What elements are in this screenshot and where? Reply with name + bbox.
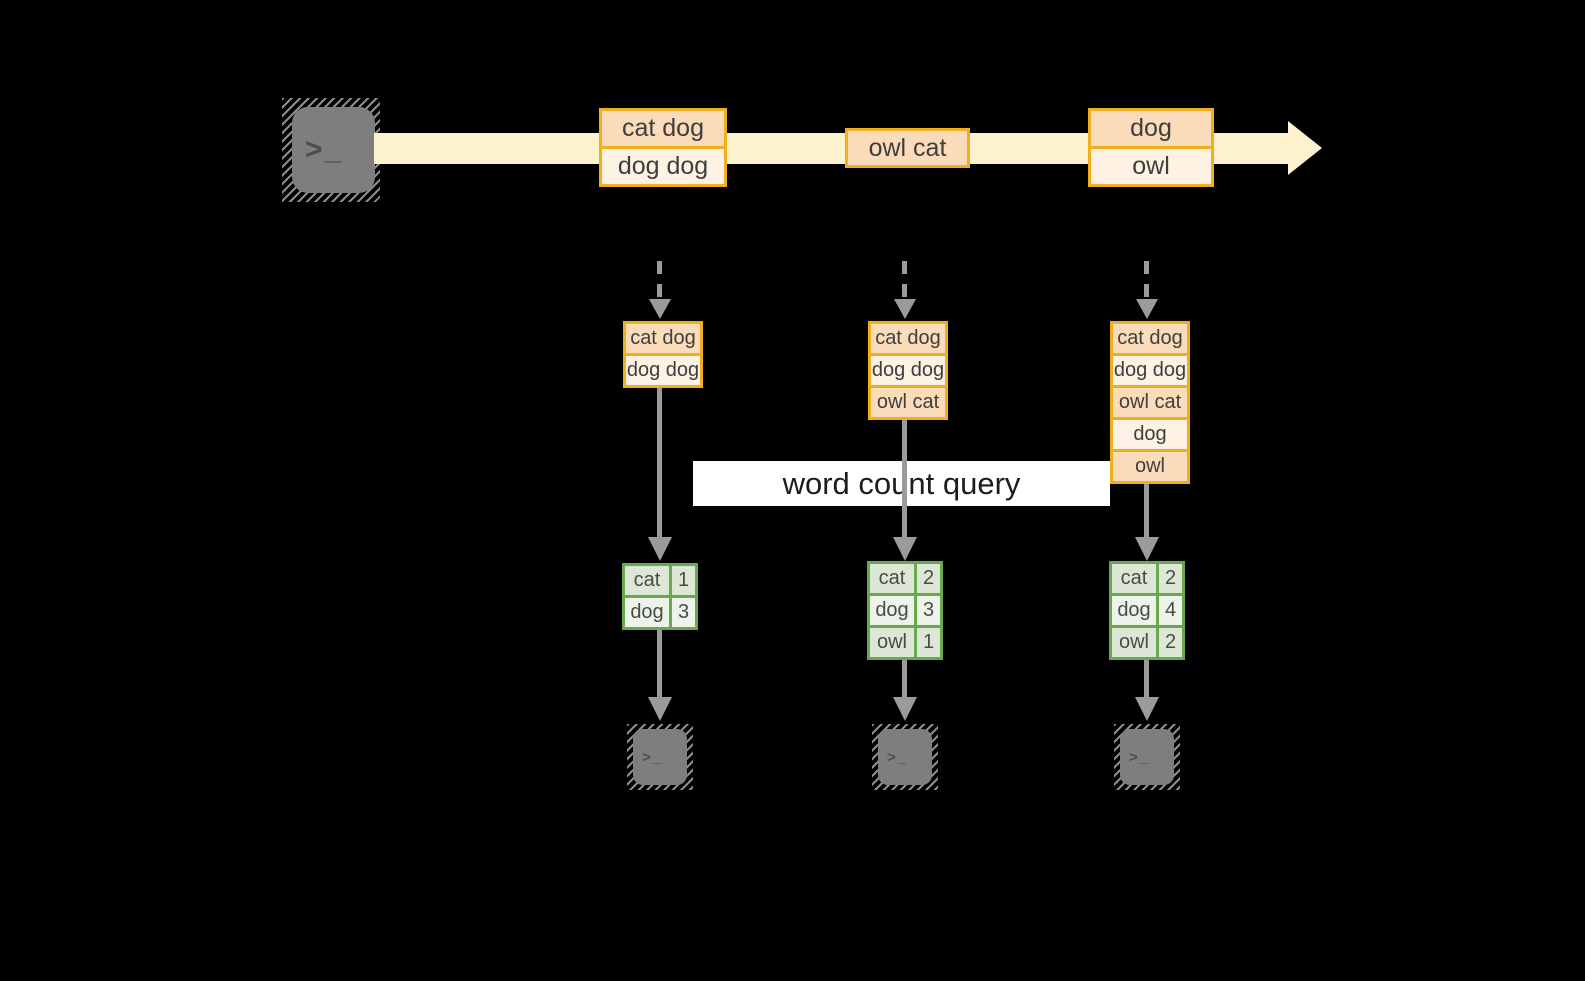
count-cell: 1 [917,628,940,657]
state-box-1: cat dog dog dog [623,321,703,388]
stream-batch-3: dog owl [1088,108,1214,187]
terminal-icon: >_ [1120,729,1174,785]
arrowhead-icon [648,537,672,561]
arrow-line [657,386,662,537]
arrow-line [657,630,662,697]
stream-record: dog [1091,111,1211,146]
stream-record: cat dog [602,111,724,146]
word-cell: owl [870,628,914,657]
query-banner-label: word count query [782,465,1021,501]
wordcount-table-3: cat 2 dog 4 owl 2 [1109,561,1185,660]
word-cell: dog [625,598,669,627]
dashed-arrowhead-icon [1136,299,1158,319]
word-cell: cat [870,564,914,593]
stream-arrowhead-icon [1288,121,1322,175]
terminal-icon: >_ [878,729,932,785]
state-box-3: cat dog dog dog owl cat dog owl [1110,321,1190,484]
dashed-arrow-line [1144,261,1149,301]
count-cell: 4 [1159,596,1182,625]
word-cell: cat [625,566,669,595]
arrowhead-icon [1135,697,1159,721]
arrowhead-icon [1135,537,1159,561]
word-cell: dog [1112,596,1156,625]
dashed-arrow-line [657,261,662,301]
dashed-arrowhead-icon [894,299,916,319]
stream-batch-2: owl cat [845,128,970,168]
word-cell: cat [1112,564,1156,593]
state-record: dog [1113,417,1187,449]
terminal-prompt-glyph: >_ [642,748,664,766]
stream-record: owl [1091,146,1211,184]
word-cell: owl [1112,628,1156,657]
word-cell: dog [870,596,914,625]
stream-record: dog dog [602,146,724,184]
count-cell: 3 [917,596,940,625]
dashed-arrow-line [902,261,907,301]
terminal-prompt-glyph: >_ [305,133,344,166]
arrow-line [1144,660,1149,697]
state-record: cat dog [1113,324,1187,353]
state-record: cat dog [871,324,945,353]
state-record: dog dog [626,353,700,385]
count-cell: 1 [672,566,695,595]
terminal-prompt-glyph: >_ [887,748,909,766]
dashed-arrowhead-icon [649,299,671,319]
state-record: dog dog [871,353,945,385]
state-record: cat dog [626,324,700,353]
state-record: owl cat [871,385,945,417]
count-cell: 2 [1159,564,1182,593]
query-banner: word count query [693,461,1110,506]
wordcount-table-2: cat 2 dog 3 owl 1 [867,561,943,660]
arrow-line [902,660,907,697]
count-cell: 3 [672,598,695,627]
arrow-line [1144,482,1149,537]
arrow-line [902,418,907,537]
wordcount-table-1: cat 1 dog 3 [622,563,698,630]
state-record: owl cat [1113,385,1187,417]
arrowhead-icon [893,537,917,561]
state-box-2: cat dog dog dog owl cat [868,321,948,420]
arrowhead-icon [648,697,672,721]
state-record: owl [1113,449,1187,481]
count-cell: 2 [1159,628,1182,657]
count-cell: 2 [917,564,940,593]
stream-batch-1: cat dog dog dog [599,108,727,187]
state-record: dog dog [1113,353,1187,385]
stream-record: owl cat [848,131,967,165]
terminal-prompt-glyph: >_ [1129,748,1151,766]
arrowhead-icon [893,697,917,721]
terminal-icon: >_ [292,107,375,193]
terminal-icon: >_ [633,729,687,785]
